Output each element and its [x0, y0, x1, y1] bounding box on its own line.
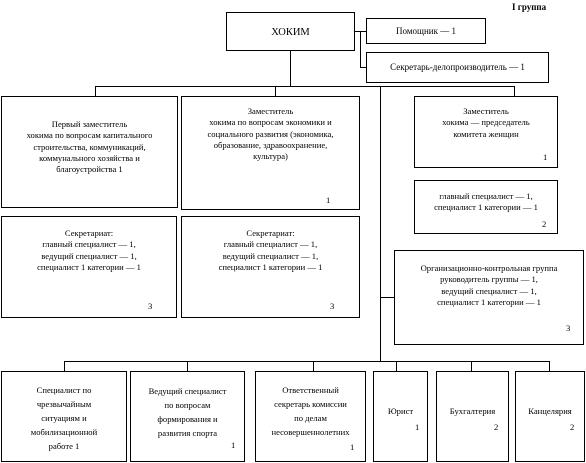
women-staff-line: главный специалист — 1, — [439, 191, 533, 201]
hokim-box: ХОКИМ — [226, 12, 355, 51]
secretariat-2-line: главный специалист — 1, — [223, 239, 318, 250]
women-staff-count: 2 — [542, 219, 547, 229]
first-deputy-box: Первый заместитель хокима по вопросам ка… — [1, 96, 178, 208]
deputy-women-line: хокима — председатель — [442, 117, 530, 128]
secretariat-1-count: 3 — [148, 301, 153, 311]
minors-line: Ответственный — [282, 385, 339, 395]
emergency-line: мобилизационной — [30, 427, 98, 437]
assistant-label: Помощник — 1 — [396, 26, 456, 36]
minors-line: несовершеннолетних — [271, 427, 350, 437]
connector — [313, 361, 314, 371]
secretariat-2-line: ведущий специалист — 1, — [222, 250, 319, 261]
secretariat-2-line: специалист 1 категории — 1 — [218, 261, 323, 272]
office-label: Канцелярия — [528, 406, 572, 416]
connector — [380, 86, 381, 362]
hokim-title: ХОКИМ — [271, 27, 310, 38]
connector — [64, 361, 549, 362]
emergency-line: чрезвычайным — [36, 399, 92, 409]
org-control-line: специалист 1 категории — 1 — [437, 296, 541, 307]
emergency-line: Специалист по — [36, 385, 92, 395]
connector — [549, 361, 550, 371]
accounting-count: 2 — [494, 422, 499, 432]
sport-line: формирования и — [157, 414, 218, 424]
sport-specialist-box: Ведущий специалист по вопросам формирова… — [130, 371, 245, 462]
deputy-women-box: Заместитель хокима — председатель комите… — [414, 96, 558, 168]
org-control-box: Организационно-контрольная группа руково… — [394, 250, 584, 345]
minors-line: по делам — [294, 413, 327, 423]
secretariat-2-count: 3 — [330, 301, 335, 311]
deputy-women-count: 1 — [543, 152, 548, 162]
deputy-economy-line: культура) — [253, 151, 288, 162]
deputy-economy-line: Заместитель — [247, 106, 294, 116]
sport-line: по вопросам — [164, 400, 211, 410]
connector — [360, 67, 366, 68]
connector — [396, 361, 397, 371]
org-control-line: Организационно-контрольная группа — [420, 263, 558, 273]
deputy-economy-box: Заместитель хокима по вопросам экономики… — [181, 96, 360, 210]
minors-count: 1 — [350, 442, 355, 452]
connector — [275, 86, 276, 97]
group-label: I группа — [512, 2, 547, 12]
lawyer-label: Юрист — [387, 406, 414, 416]
first-deputy-line: строительства, коммуникаций, — [33, 141, 146, 152]
connector — [471, 361, 472, 371]
org-control-count: 3 — [566, 323, 571, 333]
connector — [360, 31, 361, 68]
emergency-specialist-box: Специалист по чрезвычайным ситуациям и м… — [1, 371, 127, 462]
office-box: Канцелярия 2 — [515, 371, 585, 462]
deputy-women-line: комитета женщин — [453, 128, 519, 139]
deputy-economy-line: хокима по вопросам экономики и — [209, 117, 332, 128]
secretariat-2-line: Секретариат: — [246, 228, 295, 238]
women-staff-line: специалист 1 категории — 1 — [434, 202, 538, 213]
connector — [64, 361, 65, 371]
lawyer-box: Юрист 1 — [373, 371, 428, 462]
emergency-line: ситуациям и — [41, 413, 87, 423]
connector — [95, 86, 514, 87]
minors-commission-box: Ответственный секретарь комиссии по дела… — [255, 371, 366, 462]
lawyer-count: 1 — [415, 422, 420, 432]
connector — [95, 86, 96, 97]
connector — [187, 361, 188, 371]
accounting-label: Бухгалтерия — [449, 406, 496, 416]
connector — [290, 50, 291, 87]
org-control-line: руководитель группы — 1, — [440, 274, 538, 285]
deputy-women-line: Заместитель — [463, 106, 509, 116]
sport-line: развития спорта — [157, 428, 218, 438]
first-deputy-line: коммунального хозяйства и — [39, 152, 140, 163]
secretariat-2-box: Секретариат: главный специалист — 1, вед… — [181, 216, 360, 318]
deputy-economy-line: социального развития (экономика, — [207, 128, 334, 139]
minors-line: секретарь комиссии — [274, 399, 347, 409]
sport-count: 1 — [231, 440, 236, 450]
women-staff-box: главный специалист — 1, специалист 1 кат… — [414, 180, 558, 234]
first-deputy-line: хокима по вопросам капитального — [26, 130, 153, 141]
assistant-box: Помощник — 1 — [366, 18, 486, 44]
secretariat-1-line: главный специалист — 1, — [42, 239, 136, 250]
secretariat-1-line: ведущий специалист — 1, — [41, 250, 137, 261]
org-control-line: ведущий специалист — 1, — [441, 285, 537, 296]
accounting-box: Бухгалтерия 2 — [436, 371, 509, 462]
secretary-box: Секретарь-делопроизводитель — 1 — [366, 52, 549, 83]
connector — [380, 297, 394, 298]
secretariat-1-box: Секретариат: главный специалист — 1, вед… — [1, 216, 177, 318]
secretary-label: Секретарь-делопроизводитель — 1 — [390, 62, 525, 72]
first-deputy-line: Первый заместитель — [51, 119, 128, 129]
office-count: 2 — [570, 422, 575, 432]
emergency-line: работе 1 — [48, 441, 80, 451]
first-deputy-line: благоустройства 1 — [56, 164, 123, 175]
deputy-economy-line: образование, здравоохранение, — [213, 139, 328, 150]
secretariat-1-line: специалист 1 категории — 1 — [37, 261, 141, 272]
deputy-economy-count: 1 — [326, 195, 331, 205]
connector — [514, 86, 515, 97]
secretariat-1-line: Секретариат: — [64, 228, 114, 238]
sport-line: Ведущий специалист — [148, 386, 227, 396]
